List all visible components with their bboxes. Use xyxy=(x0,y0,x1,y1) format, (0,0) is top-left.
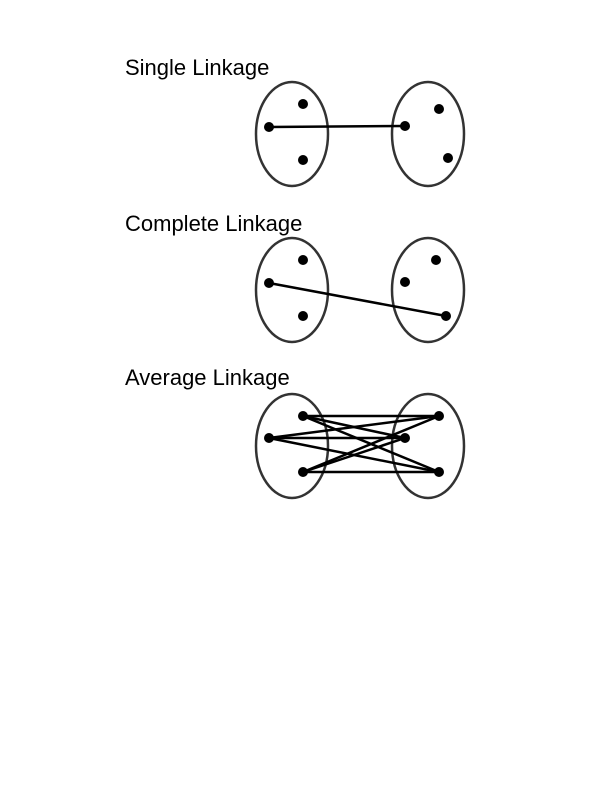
complete-right-point-2 xyxy=(441,311,451,321)
average-link-6 xyxy=(301,414,441,474)
single-left-point-2 xyxy=(298,155,308,165)
average-right-point-0 xyxy=(434,411,444,421)
complete-left-point-0 xyxy=(298,255,308,265)
average-right-point-2 xyxy=(434,467,444,477)
single-right-point-0 xyxy=(400,121,410,131)
average-link-7 xyxy=(301,436,407,474)
average-right-point-1 xyxy=(400,433,410,443)
single-right-point-1 xyxy=(434,104,444,114)
single-linkage-diagram xyxy=(254,80,466,188)
complete-link-0 xyxy=(267,281,448,318)
average-linkage-diagram xyxy=(254,392,466,500)
complete-right-point-1 xyxy=(431,255,441,265)
average-linkage-title: Average Linkage xyxy=(125,365,290,390)
average-cluster-right xyxy=(390,392,466,500)
single-cluster-right xyxy=(390,80,466,188)
average-left-point-1 xyxy=(264,433,274,443)
single-link-0 xyxy=(267,124,407,129)
complete-left-point-2 xyxy=(298,311,308,321)
single-left-point-0 xyxy=(298,99,308,109)
average-cluster-left xyxy=(254,392,330,500)
complete-linkage-diagram xyxy=(254,236,466,344)
single-left-point-1 xyxy=(264,122,274,132)
average-link-3 xyxy=(267,414,441,440)
complete-cluster-left xyxy=(254,236,330,344)
single-right-point-2 xyxy=(443,153,453,163)
complete-left-point-1 xyxy=(264,278,274,288)
single-cluster-left xyxy=(254,80,330,188)
complete-linkage-title: Complete Linkage xyxy=(125,211,303,236)
average-left-point-0 xyxy=(298,411,308,421)
complete-right-point-0 xyxy=(400,277,410,287)
complete-cluster-right xyxy=(390,236,466,344)
average-left-point-2 xyxy=(298,467,308,477)
single-linkage-title: Single Linkage xyxy=(125,55,270,80)
